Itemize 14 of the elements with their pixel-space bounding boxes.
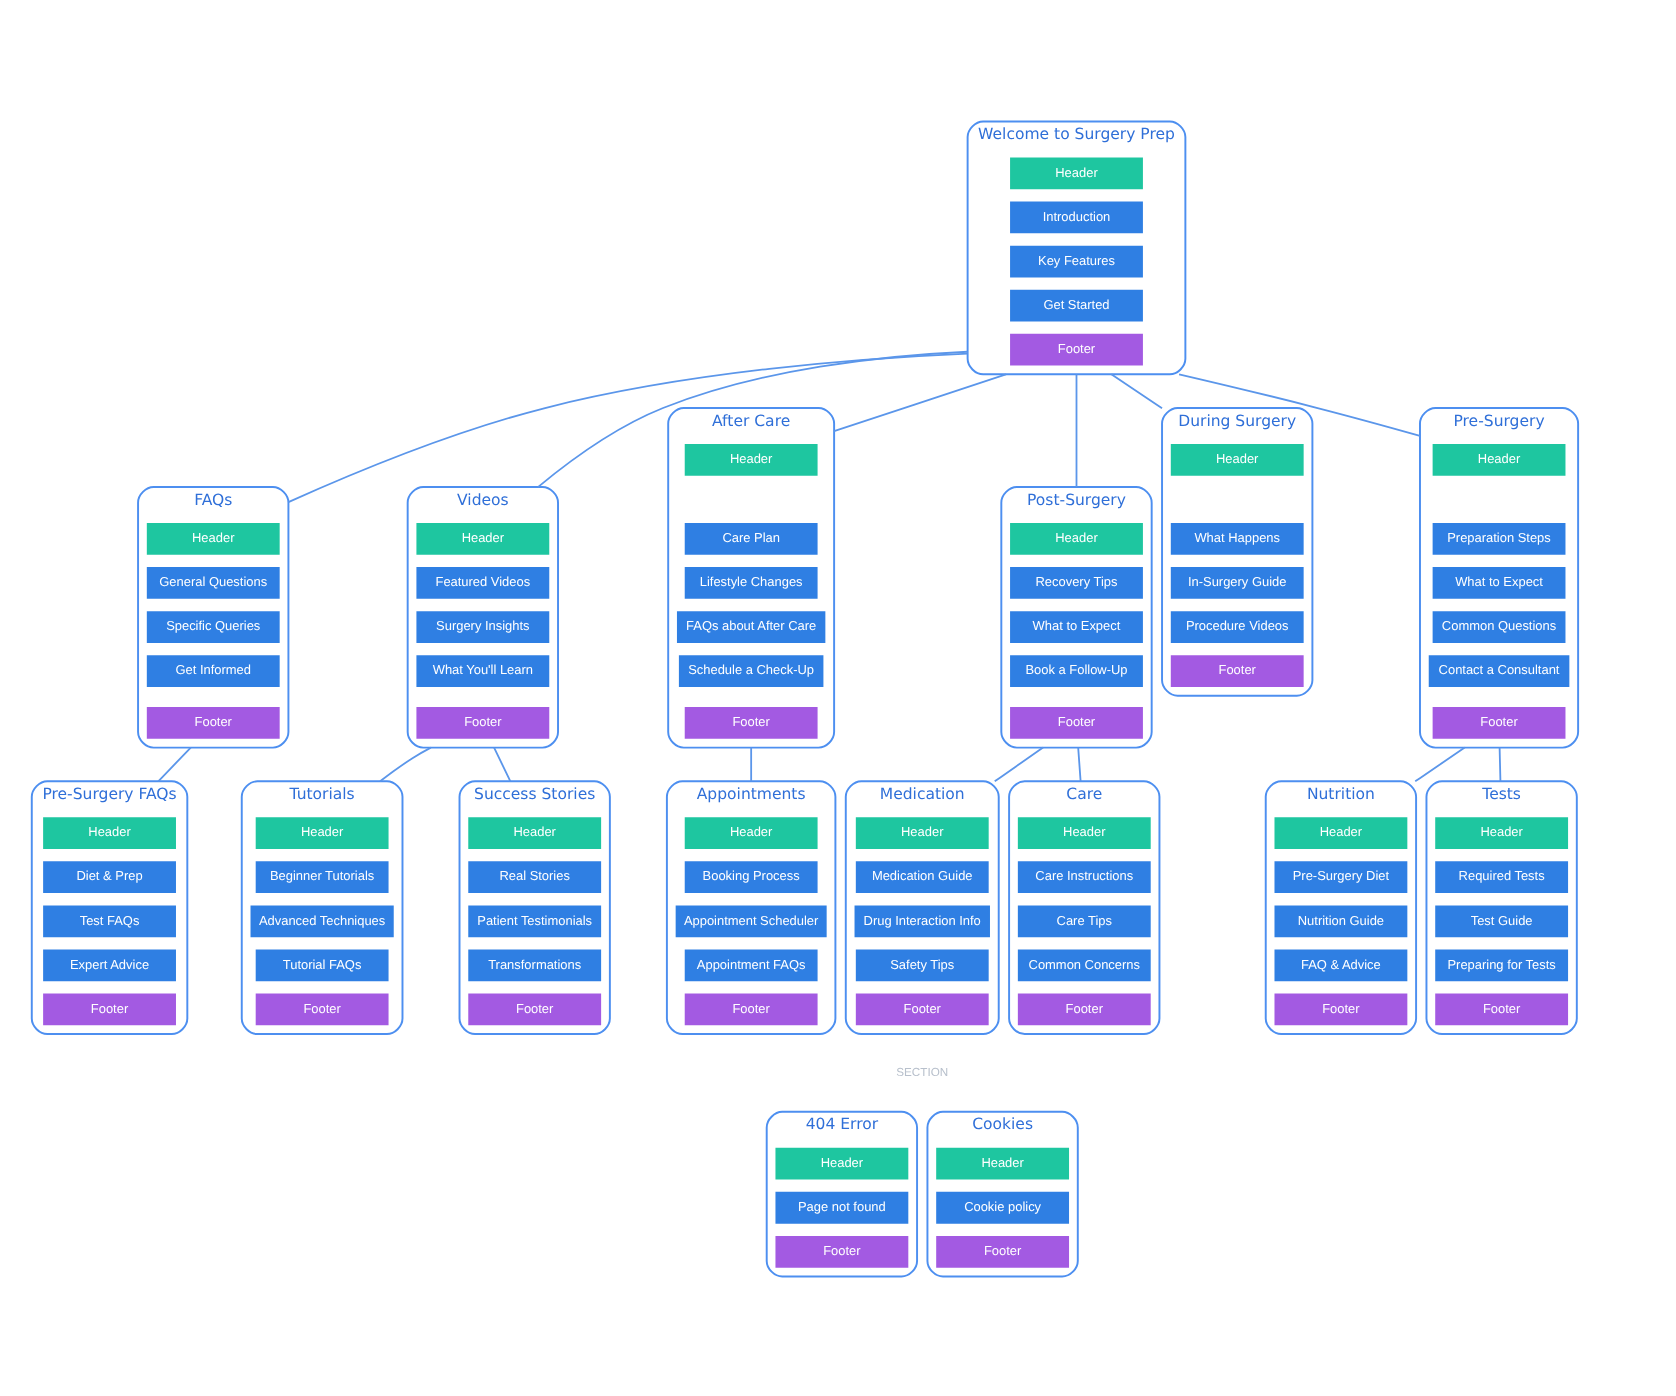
connector	[1077, 745, 1082, 782]
connector	[1178, 372, 1421, 436]
connector	[493, 745, 512, 782]
connector	[287, 351, 969, 503]
connector	[1110, 372, 1163, 409]
connector	[157, 745, 192, 782]
connector	[1414, 745, 1466, 782]
connector	[833, 372, 1007, 432]
connector	[537, 349, 969, 487]
connector	[1498, 745, 1502, 782]
connector	[993, 745, 1044, 782]
connector	[750, 745, 753, 782]
connector	[1075, 372, 1078, 487]
connector	[379, 745, 432, 782]
